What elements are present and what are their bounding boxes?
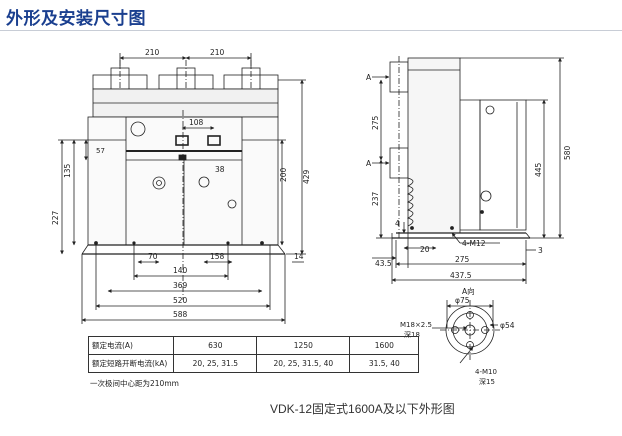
title-divider bbox=[0, 30, 622, 31]
dim-520: 520 bbox=[173, 296, 188, 305]
spec-note: 一次极间中心距为210mm bbox=[90, 379, 179, 388]
depth-15: 深15 bbox=[479, 377, 495, 386]
dim-588: 588 bbox=[173, 310, 188, 319]
dim-57: 57 bbox=[96, 147, 105, 155]
thread-m18: M18×2.5 bbox=[400, 321, 432, 329]
marker-a-lower: A bbox=[366, 159, 372, 168]
dim-437-5: 437.5 bbox=[450, 271, 472, 280]
figure-caption: VDK-12固定式1600A及以下外形图 bbox=[270, 402, 455, 416]
dim-210-right: 210 bbox=[210, 48, 225, 57]
dim-580: 580 bbox=[563, 145, 572, 160]
table-cell: 630 bbox=[173, 336, 258, 355]
thread-m10: 4-M10 bbox=[475, 368, 497, 376]
bolt-label-m12: 4-M12 bbox=[462, 239, 486, 248]
dim-429: 429 bbox=[302, 169, 311, 184]
dim-3: 3 bbox=[538, 246, 543, 255]
dim-14: 14 bbox=[294, 252, 304, 261]
table-cell: 1250 bbox=[256, 336, 351, 355]
front-view bbox=[58, 53, 306, 324]
dim-210-left: 210 bbox=[145, 48, 160, 57]
row-label: 额定电流(A) bbox=[87, 336, 175, 355]
page-title: 外形及安装尺寸图 bbox=[6, 9, 146, 29]
dim-140: 140 bbox=[173, 266, 188, 275]
dim-70: 70 bbox=[148, 252, 158, 261]
dim-237: 237 bbox=[371, 191, 380, 206]
dim-20: 20 bbox=[420, 245, 430, 254]
marker-a-upper: A bbox=[366, 73, 372, 82]
dim-445: 445 bbox=[534, 162, 543, 177]
spec-table: 额定电流(A) 630 1250 1600 额定短路开断电流(kA) 20, 2… bbox=[87, 336, 420, 373]
dim-158: 158 bbox=[210, 252, 225, 261]
dim-phi54: φ54 bbox=[500, 321, 515, 330]
dim-108: 108 bbox=[189, 118, 204, 127]
table-row: 额定电流(A) 630 1250 1600 bbox=[87, 336, 420, 355]
dim-4: 4 bbox=[395, 219, 400, 228]
dim-135: 135 bbox=[63, 163, 72, 178]
dim-phi75: φ75 bbox=[455, 296, 470, 305]
table-cell: 20, 25, 31.5 bbox=[173, 354, 258, 373]
table-cell: 20, 25, 31.5, 40 bbox=[256, 354, 351, 373]
table-cell: 1600 bbox=[349, 336, 420, 355]
depth-18: 深18 bbox=[404, 330, 420, 339]
bushings bbox=[92, 60, 279, 120]
dim-275-side: 275 bbox=[371, 115, 380, 130]
terminal-view-title: A向 bbox=[462, 286, 475, 296]
dim-38: 38 bbox=[215, 165, 225, 174]
dim-43-5: 43.5 bbox=[375, 259, 392, 268]
dim-369: 369 bbox=[173, 281, 188, 290]
table-row: 额定短路开断电流(kA) 20, 25, 31.5 20, 25, 31.5, … bbox=[87, 354, 420, 373]
dim-200: 200 bbox=[279, 167, 288, 182]
dim-275-bottom: 275 bbox=[455, 255, 470, 264]
terminal-view bbox=[432, 300, 500, 364]
dim-227: 227 bbox=[51, 210, 60, 225]
row-label: 额定短路开断电流(kA) bbox=[87, 354, 175, 373]
table-cell: 31.5, 40 bbox=[349, 354, 420, 373]
side-view bbox=[372, 56, 564, 284]
